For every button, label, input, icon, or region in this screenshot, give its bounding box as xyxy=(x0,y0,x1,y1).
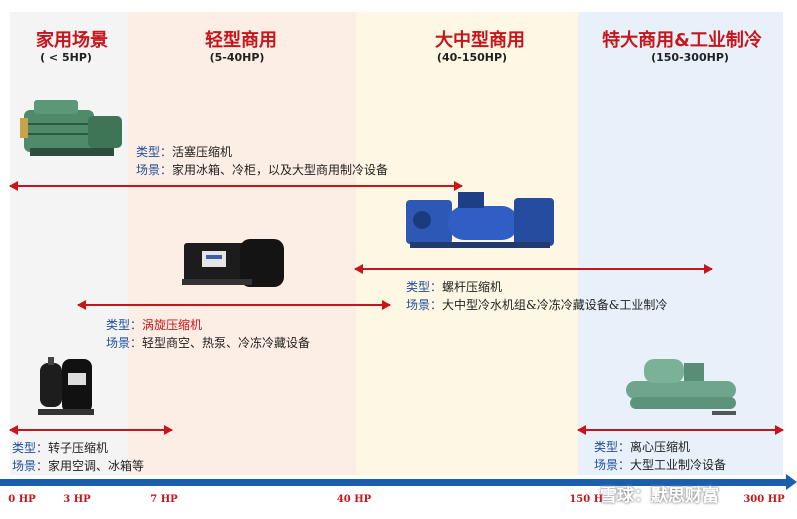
horsepower-axis xyxy=(0,479,788,486)
axis-tick-label: 40 HP xyxy=(336,494,372,505)
type-line: 类型：活塞压缩机 xyxy=(136,143,388,161)
scroll-compressor-description: 类型：涡旋压缩机 场景：轻型商空、热泵、冷冻冷藏设备 xyxy=(106,316,310,352)
rotary-compressor-description: 类型：转子压缩机 场景：家用空调、冰箱等 xyxy=(12,439,144,475)
segment-title: 轻型商用 xyxy=(205,30,277,51)
axis-arrowhead xyxy=(786,474,797,490)
scene-value: 轻型商空、热泵、冷冻冷藏设备 xyxy=(142,336,311,350)
axis-tick-label: 0 HP xyxy=(8,494,36,505)
centrifugal-compressor-description: 类型：离心压缩机 场景：大型工业制冷设备 xyxy=(594,438,726,474)
scene-key: 场景： xyxy=(136,163,173,177)
type-line: 类型：转子压缩机 xyxy=(12,439,144,457)
segment-range: (40-150HP) xyxy=(436,51,508,64)
scene-key: 场景： xyxy=(594,458,631,472)
segment-title: 家用场景 xyxy=(36,30,108,51)
centrifugal-range-arrow xyxy=(577,425,784,435)
type-line: 类型：离心压缩机 xyxy=(594,438,726,456)
scene-key: 场景： xyxy=(106,336,143,350)
type-value: 螺杆压缩机 xyxy=(442,280,503,294)
rotary-compressor-image xyxy=(38,357,94,415)
segment-range: ( < 5HP) xyxy=(40,51,92,64)
scene-value: 家用空调、冰箱等 xyxy=(48,459,145,473)
scroll-range-arrow xyxy=(77,300,391,310)
piston-compressor-description: 类型：活塞压缩机 场景：家用冰箱、冷柜，以及大型商用制冷设备 xyxy=(136,143,388,179)
scene-value: 大中型冷水机组&冷冻冷藏设备&工业制冷 xyxy=(442,298,668,312)
watermark: 雪球：默思财富 xyxy=(600,486,719,506)
centrifugal-compressor-image xyxy=(626,359,736,415)
axis-tick-label: 3 HP xyxy=(63,494,91,505)
type-line: 类型：螺杆压缩机 xyxy=(406,278,667,296)
scroll-compressor-image xyxy=(182,239,284,287)
segment-range: (5-40HP) xyxy=(209,51,265,64)
screw-compressor-image xyxy=(406,192,554,248)
scene-key: 场景： xyxy=(406,298,443,312)
scene-value: 大型工业制冷设备 xyxy=(630,458,727,472)
scene-line: 场景：大型工业制冷设备 xyxy=(594,456,726,474)
screw-range-arrow xyxy=(354,264,713,274)
type-key: 类型： xyxy=(136,145,173,159)
axis-tick-label: 150 HP xyxy=(569,494,611,505)
type-key: 类型： xyxy=(594,440,631,454)
piston-compressor-image xyxy=(20,100,122,156)
segment-range: (150-300HP) xyxy=(651,51,729,64)
axis-tick-label: 7 HP xyxy=(150,494,178,505)
segment-title: 大中型商用 xyxy=(435,30,525,51)
type-line: 类型：涡旋压缩机 xyxy=(106,316,310,334)
piston-range-arrow xyxy=(9,181,463,191)
scene-line: 场景：轻型商空、热泵、冷冻冷藏设备 xyxy=(106,334,310,352)
type-key: 类型： xyxy=(106,318,143,332)
scene-line: 场景：家用冰箱、冷柜，以及大型商用制冷设备 xyxy=(136,161,388,179)
type-value: 活塞压缩机 xyxy=(172,145,233,159)
type-value: 涡旋压缩机 xyxy=(142,318,203,332)
scene-value: 家用冰箱、冷柜，以及大型商用制冷设备 xyxy=(172,163,389,177)
scene-line: 场景：大中型冷水机组&冷冻冷藏设备&工业制冷 xyxy=(406,296,667,314)
segment-title: 特大商用&工业制冷 xyxy=(602,30,762,51)
rotary-range-arrow xyxy=(9,425,173,435)
type-key: 类型： xyxy=(12,441,49,455)
scene-line: 场景：家用空调、冰箱等 xyxy=(12,457,144,475)
scene-key: 场景： xyxy=(12,459,49,473)
type-value: 转子压缩机 xyxy=(48,441,109,455)
screw-compressor-description: 类型：螺杆压缩机 场景：大中型冷水机组&冷冻冷藏设备&工业制冷 xyxy=(406,278,667,314)
type-value: 离心压缩机 xyxy=(630,440,691,454)
type-key: 类型： xyxy=(406,280,443,294)
axis-tick-label: 300 HP xyxy=(743,494,785,505)
